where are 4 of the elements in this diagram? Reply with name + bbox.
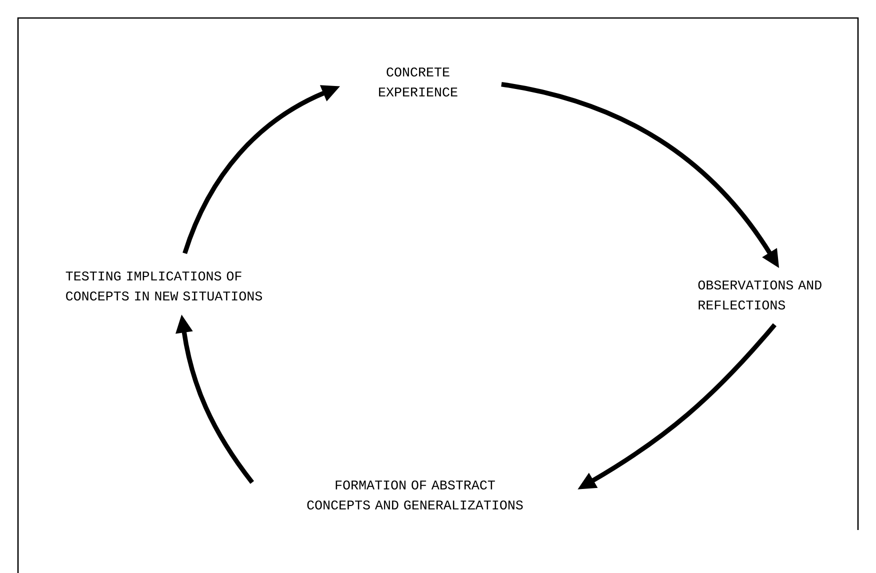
label-text: OBSERVATIONS AND REFLECTIONS bbox=[698, 280, 822, 310]
label-text: TESTING IMPLICATIONS OF CONCEPTS IN NEW SITUATIONS bbox=[66, 271, 262, 301]
label-text: CONCRETE EXPERIENCE bbox=[379, 67, 458, 97]
label-text: FORMATION OF ABSTRACT CONCEPTS AND GENERALIZATIONS bbox=[307, 480, 523, 510]
